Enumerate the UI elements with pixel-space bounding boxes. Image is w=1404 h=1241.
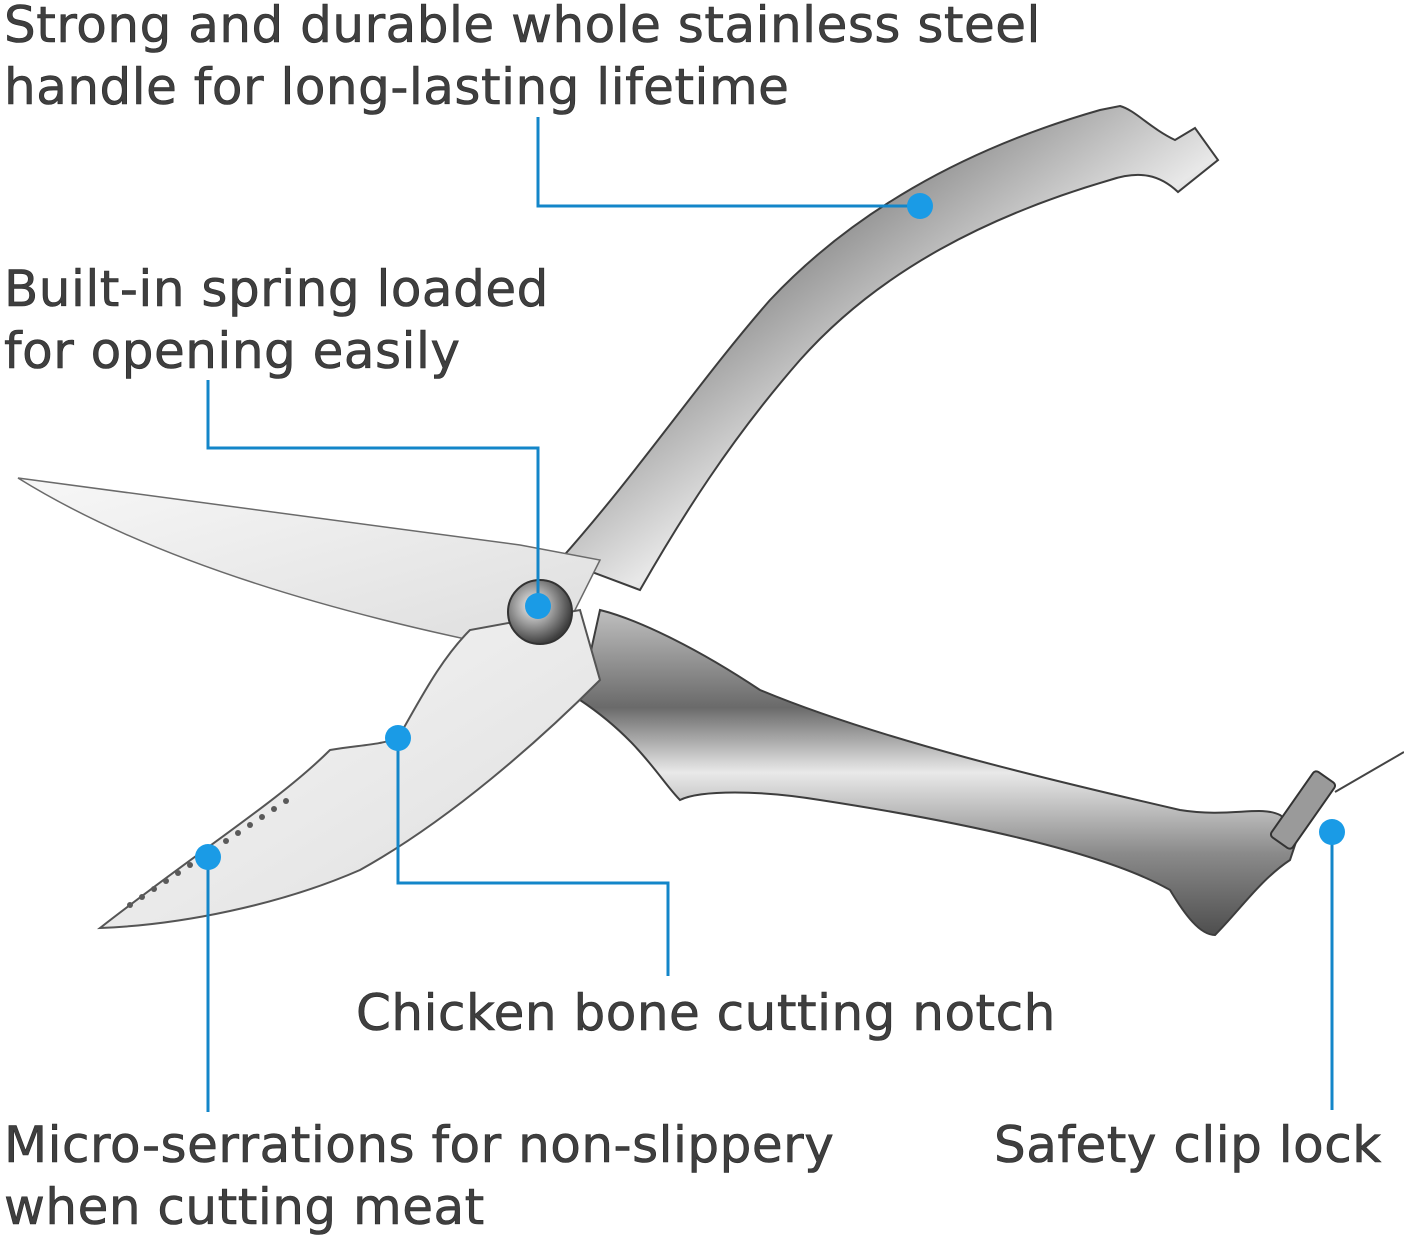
label-line: Chicken bone cutting notch <box>356 984 1056 1043</box>
callout-dot-serrations <box>195 844 221 870</box>
label-line: Strong and durable whole stainless steel <box>4 0 1041 54</box>
leader-line-notch <box>396 738 670 976</box>
label-line: Safety clip lock <box>994 1116 1382 1175</box>
callout-dot-spring <box>525 593 551 619</box>
label-line: Built-in spring loaded <box>4 260 549 319</box>
label-line: handle for long-lasting lifetime <box>4 58 790 117</box>
label-clip: Safety clip lock <box>994 1114 1382 1176</box>
label-line: when cutting meat <box>4 1178 485 1237</box>
label-line: Micro-serrations for non-slippery <box>4 1116 835 1175</box>
safety-clip <box>1269 751 1404 850</box>
upper-handle <box>558 104 1220 592</box>
label-line: for opening easily <box>4 322 461 381</box>
label-spring: Built-in spring loaded for opening easil… <box>4 258 549 382</box>
callout-dot-handle <box>907 193 933 219</box>
label-serrations: Micro-serrations for non-slippery when c… <box>4 1114 834 1238</box>
leader-line-handle <box>536 117 920 208</box>
callout-dot-clip <box>1319 819 1345 845</box>
leader-line-spring <box>206 380 540 606</box>
label-handle: Strong and durable whole stainless steel… <box>4 0 1041 118</box>
leader-lines <box>206 117 1334 1112</box>
callout-dot-notch <box>385 725 411 751</box>
callout-dots <box>195 193 1345 870</box>
lower-handle <box>578 608 1302 937</box>
label-notch: Chicken bone cutting notch <box>356 982 1056 1044</box>
lower-blade <box>96 608 602 930</box>
